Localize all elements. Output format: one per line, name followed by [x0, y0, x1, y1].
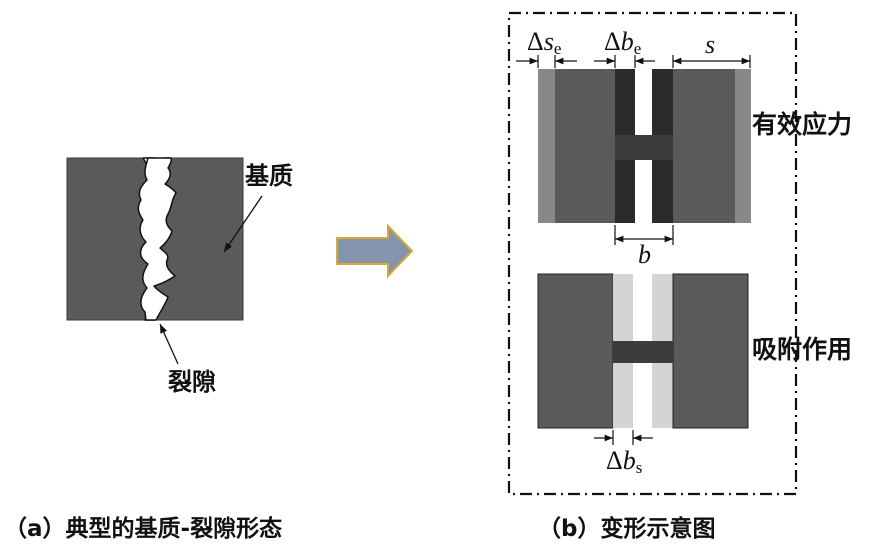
right-matrix-body — [672, 273, 749, 429]
bridge-contact — [613, 341, 673, 363]
right-matrix-body — [673, 69, 735, 223]
caption-a: （a）典型的基质-裂隙形态 — [4, 515, 282, 542]
caption-b: （b）变形示意图 — [538, 515, 715, 542]
left-matrix-body — [537, 273, 614, 429]
dim-label-delta-s-e: Δse — [527, 27, 561, 58]
dim-label-delta-b-s: Δbs — [606, 446, 642, 477]
panel-a: 基质 裂隙 — [66, 157, 293, 396]
right-matrix-edge-strip — [735, 69, 751, 223]
dim-label-b: b — [638, 240, 651, 269]
label-effective-stress: 有效应力 — [752, 110, 852, 139]
dim-label-delta-b-e: Δbe — [604, 27, 641, 58]
adsorption-schematic — [537, 273, 749, 429]
left-matrix-edge-strip — [538, 69, 555, 223]
label-adsorption: 吸附作用 — [752, 335, 852, 364]
fracture-white-fill — [137, 157, 177, 321]
label-fracture: 裂隙 — [168, 368, 216, 396]
label-matrix: 基质 — [245, 162, 293, 190]
right-arrow-icon — [336, 223, 414, 279]
effective-stress-schematic — [538, 69, 751, 223]
panel-b: Δse Δbe s b 有效应力 Δbs 吸附作用 — [507, 11, 852, 496]
bridge-contact — [615, 135, 673, 160]
dimension-marks-bottom — [594, 430, 653, 445]
dim-label-s: s — [705, 30, 715, 59]
dimension-marks-top — [516, 55, 751, 245]
matrix-pointer-arrow — [223, 195, 263, 253]
left-matrix-body — [555, 69, 615, 223]
fracture-pointer-arrow — [159, 323, 179, 365]
